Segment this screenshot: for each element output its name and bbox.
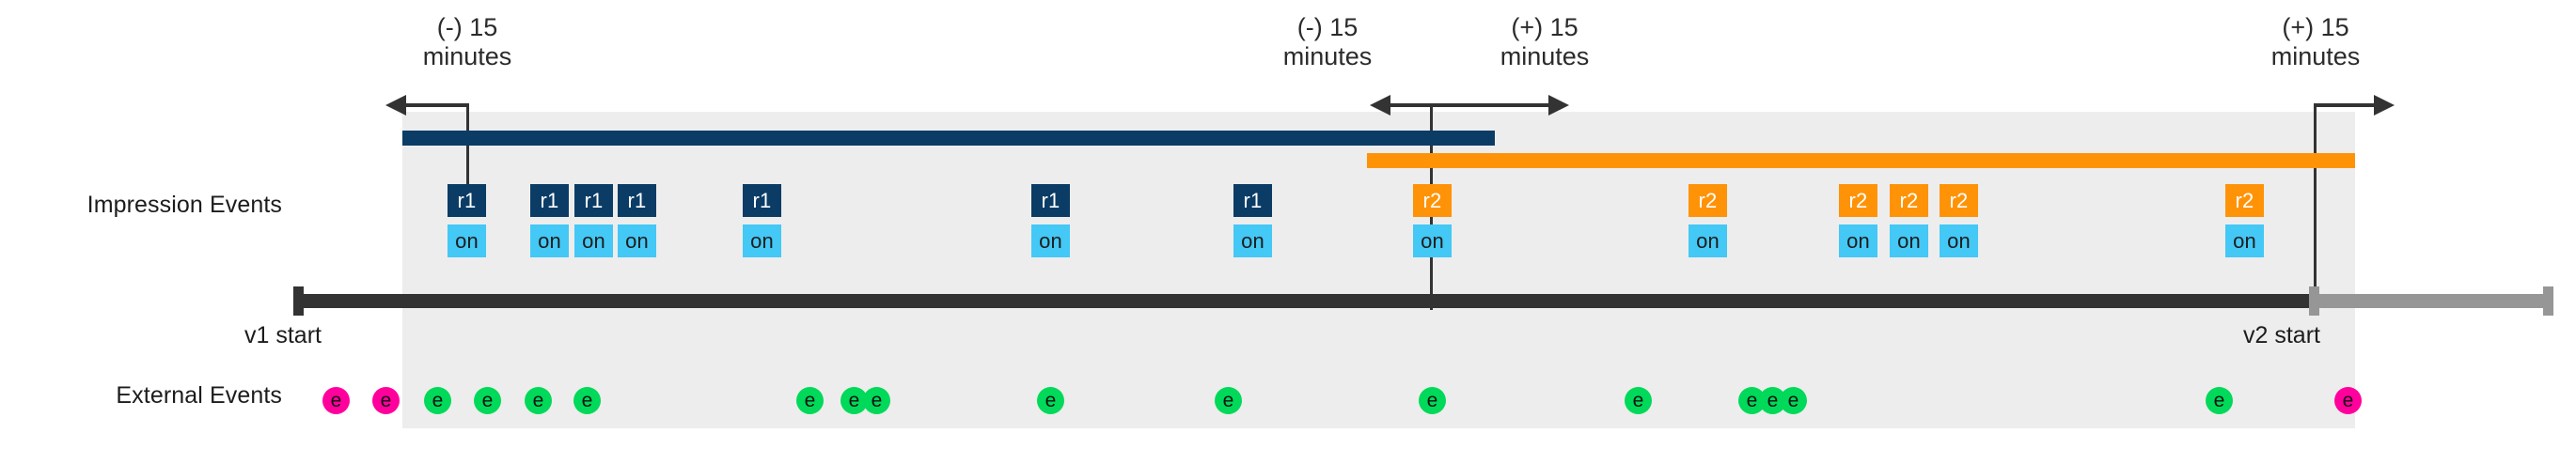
impression-badge-state: on — [743, 224, 781, 257]
callout-v2-plus-shaft — [2314, 103, 2376, 107]
timeline-end-cap — [2543, 286, 2553, 316]
callout-mid-shaft — [1390, 103, 1548, 107]
callout-v2-plus-stem — [2314, 103, 2317, 310]
external-event-dot: e — [2206, 387, 2233, 414]
impression-events-label: Impression Events — [86, 192, 282, 218]
impression-badge-r2: r2 — [1890, 184, 1928, 217]
external-event-dot: e — [474, 387, 501, 414]
impression-badge-state: on — [1839, 224, 1877, 257]
external-event-dot: e — [1215, 387, 1242, 414]
callout-line1: (-) 15 — [1296, 13, 1359, 41]
impression-badge-r1: r1 — [574, 184, 613, 217]
impression-badge-r2: r2 — [1940, 184, 1978, 217]
callout-line2: minutes — [2270, 42, 2361, 70]
impression-badge-r1: r1 — [1031, 184, 1070, 217]
impression-badge-state: on — [530, 224, 569, 257]
callout-mid-left-arrowhead-icon — [1370, 95, 1390, 116]
request-bar-v1 — [402, 131, 1495, 146]
external-event-dot: e — [322, 387, 350, 414]
impression-badge-state: on — [448, 224, 486, 257]
external-event-dot: e — [863, 387, 890, 414]
impression-badge-state: on — [1689, 224, 1727, 257]
impression-badge-r1: r1 — [618, 184, 656, 217]
impression-badge-r2: r2 — [1413, 184, 1452, 217]
callout-line2: minutes — [1282, 42, 1373, 70]
callout-v1-minus-arrowhead-icon — [385, 95, 406, 116]
impression-badge-state: on — [1413, 224, 1452, 257]
impression-badge-r2: r2 — [1839, 184, 1877, 217]
callout-mid-right-arrowhead-icon — [1548, 95, 1569, 116]
external-event-dot: e — [1780, 387, 1807, 414]
callout-v2-plus-arrowhead-icon — [2374, 95, 2395, 116]
impression-badge-r1: r1 — [1233, 184, 1272, 217]
request-bar-v2 — [1367, 153, 2355, 168]
callout-line1: (+) 15 — [1511, 13, 1579, 41]
external-event-dot: e — [573, 387, 601, 414]
v1-start-label: v1 start — [244, 322, 322, 348]
impression-badge-state: on — [1031, 224, 1070, 257]
timeline-v2-segment — [2309, 294, 2553, 308]
callout-v1-plus-text: (+) 15 minutes — [1500, 13, 1590, 71]
external-event-dot: e — [1419, 387, 1446, 414]
external-events-label: External Events — [116, 382, 282, 409]
timeline-v1-segment — [293, 294, 2315, 308]
callout-v1-minus-stem — [466, 103, 469, 216]
external-event-dot: e — [1625, 387, 1652, 414]
impression-badge-state: on — [1890, 224, 1928, 257]
impression-badge-state: on — [618, 224, 656, 257]
external-event-dot: e — [2334, 387, 2362, 414]
callout-line1: (-) 15 — [436, 13, 498, 41]
callout-v2-plus-text: (+) 15 minutes — [2271, 13, 2361, 71]
callout-line2: minutes — [422, 42, 512, 70]
external-event-dot: e — [424, 387, 451, 414]
callout-v2-minus-text: (-) 15 minutes — [1283, 13, 1373, 71]
v2-start-label: v2 start — [2243, 322, 2320, 348]
callout-line2: minutes — [1500, 42, 1590, 70]
impression-badge-r1: r1 — [530, 184, 569, 217]
callout-v1-minus-text: (-) 15 minutes — [423, 13, 512, 71]
external-event-dot: e — [525, 387, 552, 414]
impression-badge-state: on — [1233, 224, 1272, 257]
impression-badge-r2: r2 — [1689, 184, 1727, 217]
external-event-dot: e — [372, 387, 400, 414]
impression-badge-state: on — [1940, 224, 1978, 257]
impression-badge-r1: r1 — [448, 184, 486, 217]
impression-badge-r2: r2 — [2225, 184, 2264, 217]
external-event-dot: e — [1037, 387, 1064, 414]
callout-v1-minus-shaft — [406, 103, 468, 107]
impression-badge-state: on — [574, 224, 613, 257]
impression-badge-r1: r1 — [743, 184, 781, 217]
external-event-dot: e — [796, 387, 824, 414]
callout-line1: (+) 15 — [2282, 13, 2349, 41]
impression-badge-state: on — [2225, 224, 2264, 257]
